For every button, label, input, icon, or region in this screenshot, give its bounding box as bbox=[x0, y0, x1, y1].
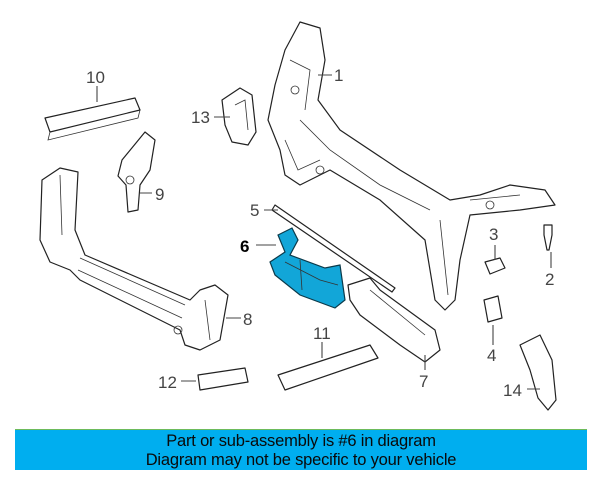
banner-line-1: Part or sub-assembly is #6 in diagram bbox=[166, 432, 436, 450]
part-6[interactable] bbox=[269, 227, 346, 309]
part-12[interactable] bbox=[197, 367, 249, 391]
callout-12[interactable]: 12 bbox=[158, 373, 177, 392]
callout-8[interactable]: 8 bbox=[243, 310, 252, 329]
callout-7[interactable]: 7 bbox=[419, 372, 428, 391]
part-10[interactable] bbox=[44, 97, 141, 141]
part-11[interactable] bbox=[277, 344, 379, 391]
part-14[interactable] bbox=[519, 334, 557, 411]
callout-13[interactable]: 13 bbox=[191, 108, 210, 127]
part-1[interactable] bbox=[267, 21, 556, 311]
callout-5[interactable]: 5 bbox=[250, 201, 259, 220]
part-2[interactable] bbox=[543, 224, 553, 251]
callout-14[interactable]: 14 bbox=[503, 381, 522, 400]
part-13[interactable] bbox=[221, 87, 257, 146]
part-8-frame[interactable] bbox=[39, 167, 229, 351]
callout-2[interactable]: 2 bbox=[545, 270, 554, 289]
callout-4[interactable]: 4 bbox=[487, 346, 496, 365]
callout-3[interactable]: 3 bbox=[489, 225, 498, 244]
parts-diagram: 1 2 3 4 5 6 7 8 9 10 11 12 13 14 bbox=[39, 21, 557, 411]
callout-1[interactable]: 1 bbox=[334, 66, 343, 85]
part-3[interactable] bbox=[484, 257, 506, 275]
part-7[interactable] bbox=[347, 277, 441, 363]
part-4[interactable] bbox=[483, 295, 503, 323]
info-banner: Part or sub-assembly is #6 in diagram Di… bbox=[15, 429, 587, 470]
banner-line-2: Diagram may not be specific to your vehi… bbox=[145, 451, 457, 469]
part-9[interactable] bbox=[117, 131, 156, 213]
callout-6[interactable]: 6 bbox=[240, 237, 249, 256]
callout-11[interactable]: 11 bbox=[313, 324, 331, 343]
part-5[interactable] bbox=[271, 204, 396, 293]
callout-9[interactable]: 9 bbox=[155, 185, 164, 204]
callout-10[interactable]: 10 bbox=[86, 68, 105, 87]
